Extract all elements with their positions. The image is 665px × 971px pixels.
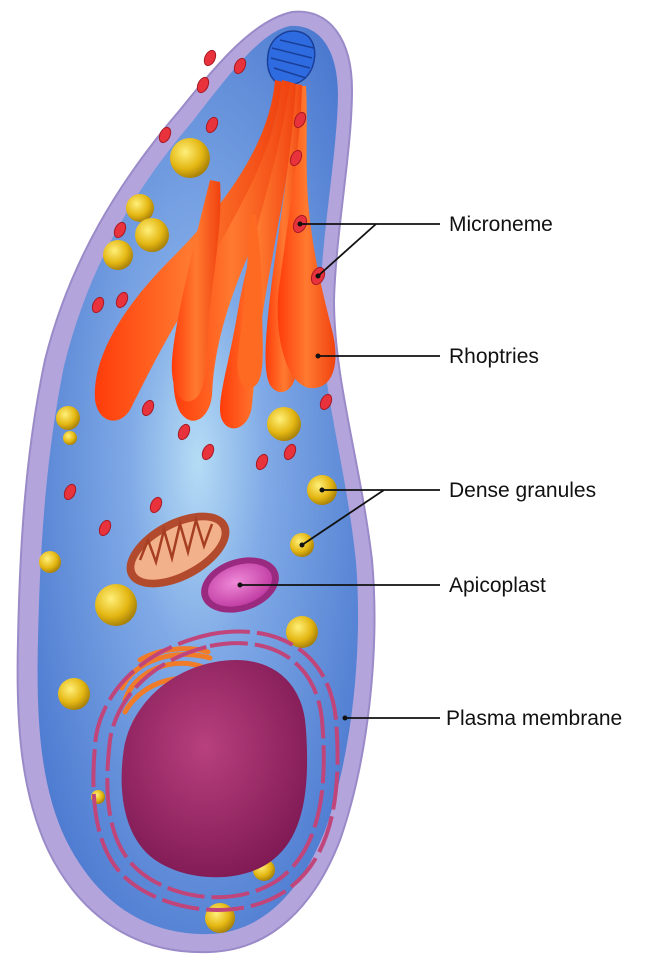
label-apicoplast: Apicoplast <box>449 574 546 597</box>
label-dense-granules: Dense granules <box>449 479 596 502</box>
label-microneme: Microneme <box>449 213 553 236</box>
label-rhoptries: Rhoptries <box>449 345 539 368</box>
label-plasma-membrane: Plasma membrane <box>446 707 622 730</box>
